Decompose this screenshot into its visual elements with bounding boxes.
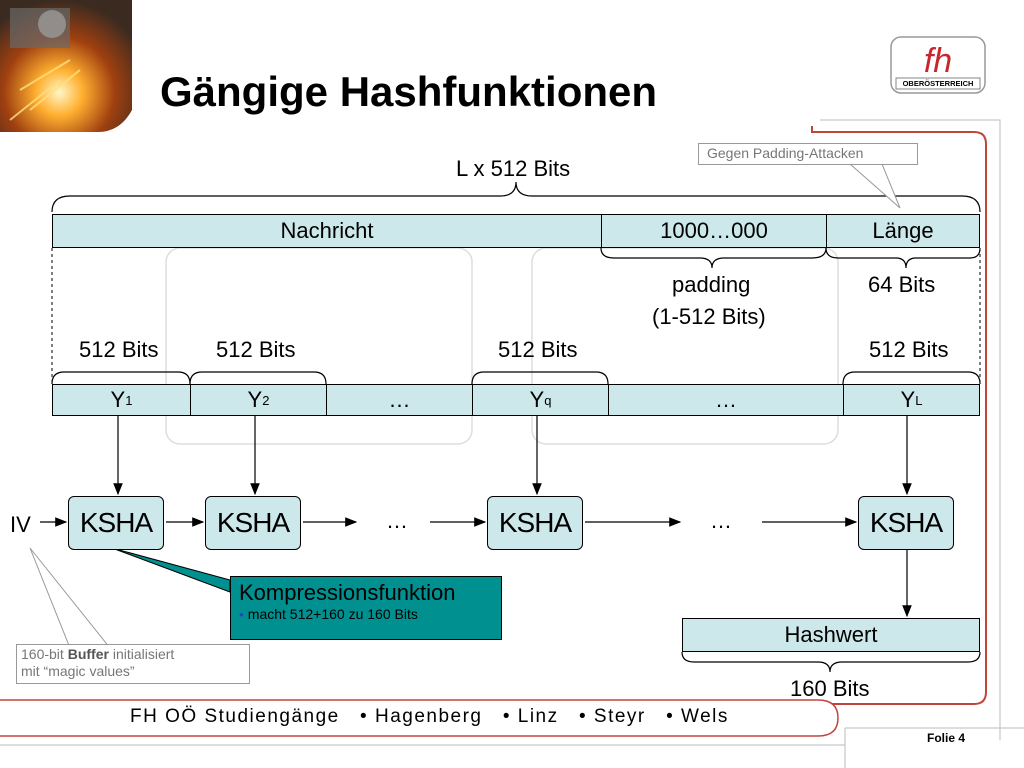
padding-attack-text: Gegen Padding-Attacken <box>707 145 864 161</box>
padding-label-1: padding <box>672 272 751 297</box>
padding-label-2: (1-512 Bits) <box>652 304 766 329</box>
block-yl-sub: L <box>915 392 923 408</box>
ksha-node-l: KSHA <box>858 496 954 550</box>
block-y1-sub: 1 <box>125 392 133 408</box>
block-size-label: 512 Bits <box>498 337 578 362</box>
block-ellipsis-2-text: … <box>715 387 737 412</box>
block-y2-base: Y <box>247 387 263 412</box>
block-yq-sub: q <box>544 392 552 408</box>
compression-detail-line: • macht 512+160 zu 160 Bits <box>239 606 493 622</box>
buffer-bold: Buffer <box>67 646 109 662</box>
svg-text:fh: fh <box>924 42 952 80</box>
ksha-node-q: KSHA <box>487 496 583 550</box>
footer-locations: FH OÖ Studiengänge • Hagenberg • Linz • … <box>130 706 729 727</box>
buffer-prefix: 160-bit <box>21 646 68 662</box>
ksha-node-1: KSHA <box>68 496 164 550</box>
block-y2-sub: 2 <box>262 392 270 408</box>
padding-attack-callout: Gegen Padding-Attacken <box>698 143 918 165</box>
compression-callout: Kompressionsfunktion • macht 512+160 zu … <box>230 576 502 640</box>
header-photo <box>0 0 132 132</box>
block-ellipsis-1: … <box>326 384 473 416</box>
block-size-label: 512 Bits <box>79 337 159 362</box>
ksha-node-2: KSHA <box>205 496 301 550</box>
logo-subtext: OBERÖSTERREICH <box>902 79 974 88</box>
block-size-label: 512 Bits <box>216 337 296 362</box>
block-size-label: 512 Bits <box>869 337 949 362</box>
block-ellipsis-2: … <box>608 384 844 416</box>
buffer-line-2: mit “magic values” <box>21 663 135 679</box>
block-y1-base: Y <box>110 387 126 412</box>
total-length-label: L x 512 Bits <box>456 156 571 181</box>
block-yl-base: Y <box>900 387 916 412</box>
bullet-icon: • <box>239 606 244 622</box>
hash-size-label: 160 Bits <box>790 676 870 701</box>
buffer-suffix: initialisiert <box>108 646 175 662</box>
buffer-callout: 160-bit Buffer initialisiert mit “magic … <box>16 644 250 684</box>
page-title: Gängige Hashfunktionen <box>160 68 658 115</box>
block-ellipsis-1-text: … <box>388 387 411 412</box>
segment-nachricht: Nachricht <box>52 214 602 248</box>
chain-ellipsis: … <box>386 508 408 533</box>
iv-label: IV <box>10 512 31 537</box>
length-bits-label: 64 Bits <box>868 272 936 297</box>
fh-logo: fh OBERÖSTERREICH <box>890 36 986 94</box>
segment-padding-bits: 1000…000 <box>601 214 827 248</box>
segment-laenge: Länge <box>826 214 980 248</box>
hash-output: Hashwert <box>682 618 980 652</box>
buffer-line-1: 160-bit Buffer initialisiert <box>21 646 245 663</box>
compression-detail: macht 512+160 zu 160 Bits <box>247 606 418 622</box>
chain-ellipsis: … <box>710 508 732 533</box>
block-yq-base: Y <box>529 387 545 412</box>
compression-title: Kompressionsfunktion <box>239 580 456 605</box>
slide-number: Folie 4 <box>927 731 966 745</box>
